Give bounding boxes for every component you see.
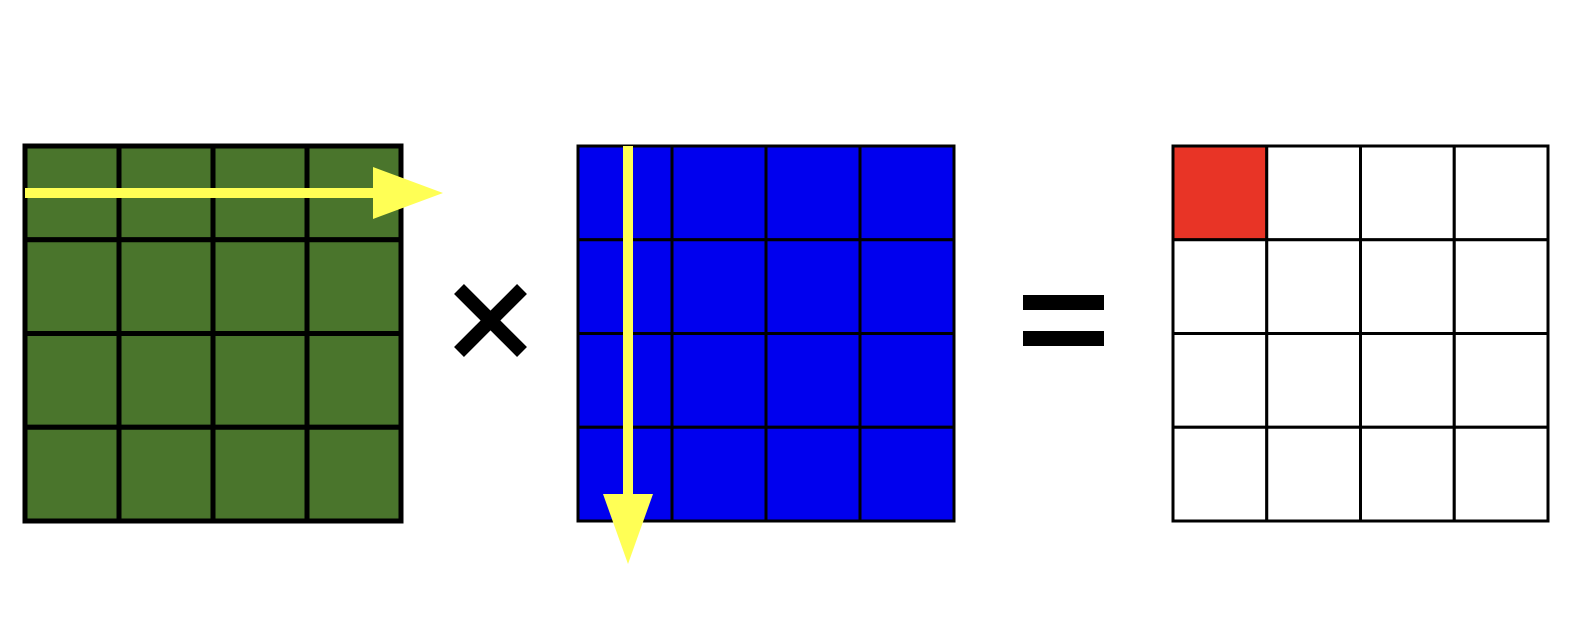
matrix-b-cell <box>764 144 862 242</box>
matrix-c-cell <box>1452 332 1550 429</box>
matrix-a-cell <box>22 424 122 524</box>
matrix-c-cell <box>1359 425 1456 523</box>
matrix-b-cell <box>858 425 956 523</box>
matrix-a-cell <box>304 424 404 524</box>
matrix-a-cell <box>116 331 216 430</box>
multiply-operator <box>454 284 527 357</box>
matrix-a-cell <box>210 237 310 336</box>
matrix-c-highlighted-cell <box>1171 144 1269 242</box>
matrix-b-border <box>576 144 956 523</box>
matrix-a-cell <box>116 237 216 336</box>
matrix-b-cell <box>858 332 956 429</box>
matrix-c-cell <box>1452 238 1550 335</box>
matrix-c-cell <box>1265 144 1362 242</box>
matrix-c-border <box>1171 144 1550 523</box>
matrix-c <box>1171 144 1550 523</box>
matrix-a <box>22 143 404 524</box>
matrix-b-cell <box>858 144 956 242</box>
matrix-c-cell <box>1171 238 1269 335</box>
matrix-a-cell <box>210 424 310 524</box>
matrix-a-border <box>22 143 404 524</box>
matrix-b-cell <box>858 238 956 335</box>
matrix-b-cell <box>764 332 862 429</box>
matrix-a-cell <box>22 237 122 336</box>
matrix-b-cell <box>670 332 768 429</box>
matrix-b <box>576 144 956 523</box>
matrix-a-cell <box>116 424 216 524</box>
matrix-b-cell <box>670 238 768 335</box>
matrix-b-cell <box>670 144 768 242</box>
matrix-a-cell <box>22 331 122 430</box>
matrix-c-cell <box>1265 332 1362 429</box>
matrix-c-cell <box>1171 332 1269 429</box>
matrix-c-cell <box>1359 144 1456 242</box>
matrix-c-cell <box>1452 144 1550 242</box>
matrix-c-cell <box>1359 238 1456 335</box>
equals-operator <box>1023 295 1104 346</box>
matrix-c-cell <box>1359 332 1456 429</box>
matrix-a-cell <box>304 237 404 336</box>
matrix-b-cell <box>670 425 768 523</box>
matrix-a-cell <box>304 331 404 430</box>
matrix-a-cell <box>210 331 310 430</box>
matrix-c-cell <box>1265 238 1362 335</box>
matrix-c-cell <box>1265 425 1362 523</box>
matrix-b-cell <box>764 238 862 335</box>
column-arrow <box>603 146 653 564</box>
matrix-b-cell <box>764 425 862 523</box>
matrix-c-cell <box>1452 425 1550 523</box>
matrix-c-cell <box>1171 425 1269 523</box>
row-arrow <box>25 167 443 219</box>
